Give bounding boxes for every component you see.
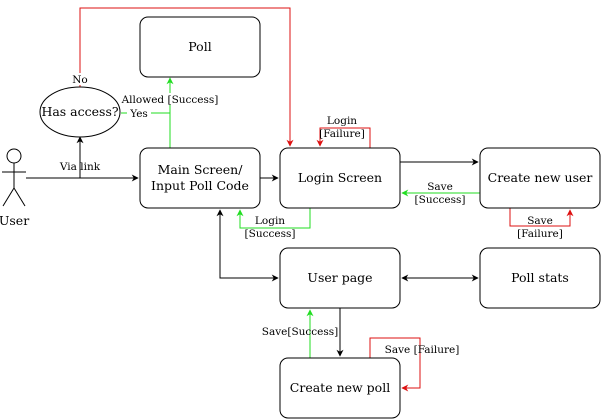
label-login-success-1: Login (255, 215, 285, 227)
label-no: No (72, 74, 88, 86)
edge-create-poll-failure-loop (369, 337, 421, 392)
edge-main-user-page (216, 209, 279, 282)
node-has-access-label: Has access? (41, 104, 118, 119)
actor-label: User (0, 213, 29, 228)
label-login-failure-2: [Failure] (319, 128, 365, 140)
node-main-screen: Main Screen/ Input Poll Code (139, 147, 261, 209)
label-save-failure-poll: Save [Failure] (385, 344, 460, 356)
label-save-success-user-1: Save (427, 181, 453, 193)
node-create-poll: Create new poll (279, 357, 401, 419)
label-via-link: Via link (59, 161, 101, 173)
node-login-screen-label: Login Screen (298, 170, 382, 185)
label-yes: Yes (129, 108, 148, 120)
node-create-poll-label: Create new poll (290, 380, 390, 395)
edge-login-failure-loop (316, 127, 371, 148)
label-save-failure-user-2: [Failure] (517, 228, 563, 240)
node-user-page: User page (279, 247, 401, 309)
node-login-screen: Login Screen (279, 147, 401, 209)
node-poll-label: Poll (188, 39, 211, 54)
actor-user: User (0, 148, 29, 228)
edge-create-user-failure-loop (509, 208, 574, 227)
node-poll-stats: Poll stats (479, 247, 601, 309)
node-create-user-label: Create new user (488, 170, 593, 185)
node-main-screen-line2: Input Poll Code (151, 178, 249, 193)
edge-no-to-login (79, 7, 294, 147)
label-save-failure-user-1: Save (527, 215, 553, 227)
label-allowed-success: Allowed [Success] (121, 94, 219, 106)
label-login-failure-1: Login (327, 115, 357, 127)
node-poll-stats-label: Poll stats (511, 270, 569, 285)
node-main-screen-line1: Main Screen/ (158, 162, 244, 177)
label-save-success-poll: Save[Success] (262, 326, 339, 338)
label-login-success-2: [Success] (245, 228, 296, 240)
node-has-access: Has access? (39, 86, 121, 138)
label-save-success-user-2: [Success] (415, 194, 466, 206)
node-poll: Poll (139, 16, 261, 78)
node-create-user: Create new user (479, 147, 601, 209)
node-user-page-label: User page (307, 270, 372, 285)
